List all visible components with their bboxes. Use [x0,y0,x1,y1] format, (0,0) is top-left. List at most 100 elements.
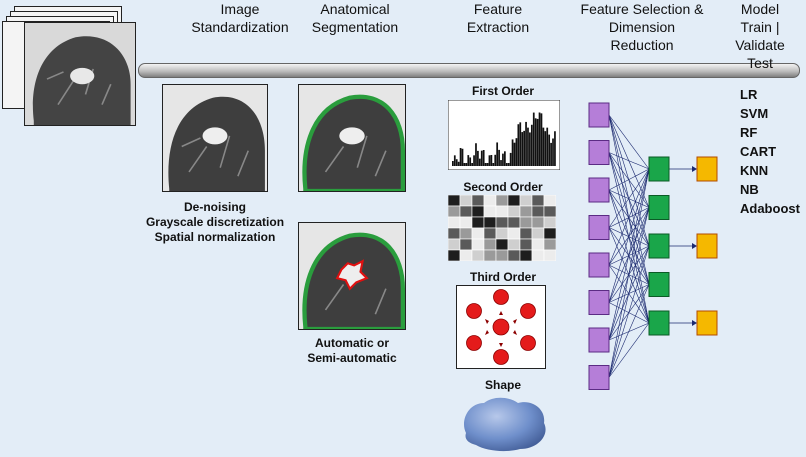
histogram-bar [465,163,468,166]
histogram-bar [552,138,554,166]
histogram-bar [525,121,527,166]
model-rf: RF [740,125,758,140]
histogram-bar [473,155,475,166]
texture-cell [459,249,473,261]
header-line: Model [740,1,780,17]
segmented-lesion-image [298,222,406,330]
model-svm: SVM [740,106,769,121]
texture-cell [519,216,533,229]
network-connection [608,168,650,378]
texture-cell [531,238,545,251]
standardization-steps: De-noising Grayscale discretization Spat… [140,200,290,245]
pipeline-bar [138,63,800,78]
model-list: LR SVM RF CART KNN NB Adaboost [740,85,800,218]
input-feature-node [588,102,610,128]
texture-cell [448,238,461,251]
histogram-bar [463,163,466,166]
header-line: Image [220,1,260,17]
texture-cell [495,195,509,207]
ct-lung-segmentation [299,85,405,191]
histogram-bar [505,163,508,166]
texture-cell [471,249,485,261]
input-feature-node [588,215,610,240]
texture-cell [483,205,497,218]
network-connection [608,227,650,285]
histogram-bar [486,163,489,166]
network-connection [608,114,650,170]
histogram-bar [452,161,454,166]
selected-feature-node [648,310,670,336]
header-line: Feature [473,1,523,17]
label-second-order: Second Order [463,180,543,194]
histogram-bar [478,158,481,166]
histogram-bar [500,160,502,166]
histogram-bar [532,112,535,166]
texture-cell [459,227,473,240]
texture-cell [519,195,533,207]
arrow-head [692,166,697,172]
header-line: Segmentation [311,19,399,35]
selected-feature-node [648,233,670,259]
histogram-bar [471,163,473,166]
header-line: Feature Selection & [580,1,704,17]
reduced-feature-node [696,156,718,182]
histogram-bar [459,147,462,166]
texture-cell [507,205,521,218]
model-lr: LR [740,87,758,102]
header-line: Reduction [610,37,674,53]
texture-cell [519,205,533,218]
texture-cell [543,249,556,261]
first-order-histogram [448,100,560,170]
input-feature-node [588,252,610,278]
histogram-bar [542,127,545,166]
label-third-order: Third Order [469,270,536,284]
texture-cell [507,227,521,240]
ct-lung-scan [163,85,267,191]
texture-cell [471,227,485,240]
histogram-bar [530,124,533,166]
texture-cell [543,227,556,240]
label-first-order: First Order [471,84,534,98]
label-shape: Shape [484,378,521,392]
header-extraction: Feature Extraction [448,0,548,36]
histogram-bar [517,124,520,166]
histogram-bar [453,155,456,166]
network-connection [608,227,650,324]
texture-cell [495,205,509,218]
texture-cell [507,195,521,207]
model-adaboost: Adaboost [740,201,800,216]
texture-cell [448,227,461,240]
texture-cell [543,238,556,251]
third-order-filter-diagram [456,285,546,369]
histogram-bar [498,149,500,166]
header-line: Anatomical [320,1,390,17]
texture-cell [507,249,521,261]
histogram-bar [523,130,525,166]
network-connection [608,168,650,266]
histogram-bar [509,152,512,166]
histogram-bar [546,127,549,166]
histogram-bar [457,161,460,166]
texture-cell [471,205,485,218]
texture-cell [495,249,509,261]
texture-cell [448,216,461,229]
header-selection: Feature Selection & Dimension Reduction [572,0,712,54]
arrow-head [692,243,697,249]
histogram-bar [477,150,479,166]
histogram-bar [480,150,483,166]
header-line: Dimension [608,19,676,35]
network-connection [608,322,650,378]
texture-cell [507,238,521,251]
texture-cell [531,205,545,218]
texture-cell [483,249,497,261]
histogram-bar [529,132,531,166]
header-standardization: Image Standardization [180,0,300,36]
texture-cell [471,216,485,229]
histogram-bar [540,113,543,166]
histogram-bar [511,139,514,166]
model-knn: KNN [740,163,769,178]
texture-cell [448,205,461,218]
step-spatial-normalization: Spatial normalization [154,230,276,244]
texture-cell [483,238,497,251]
histogram-bar [521,132,524,166]
